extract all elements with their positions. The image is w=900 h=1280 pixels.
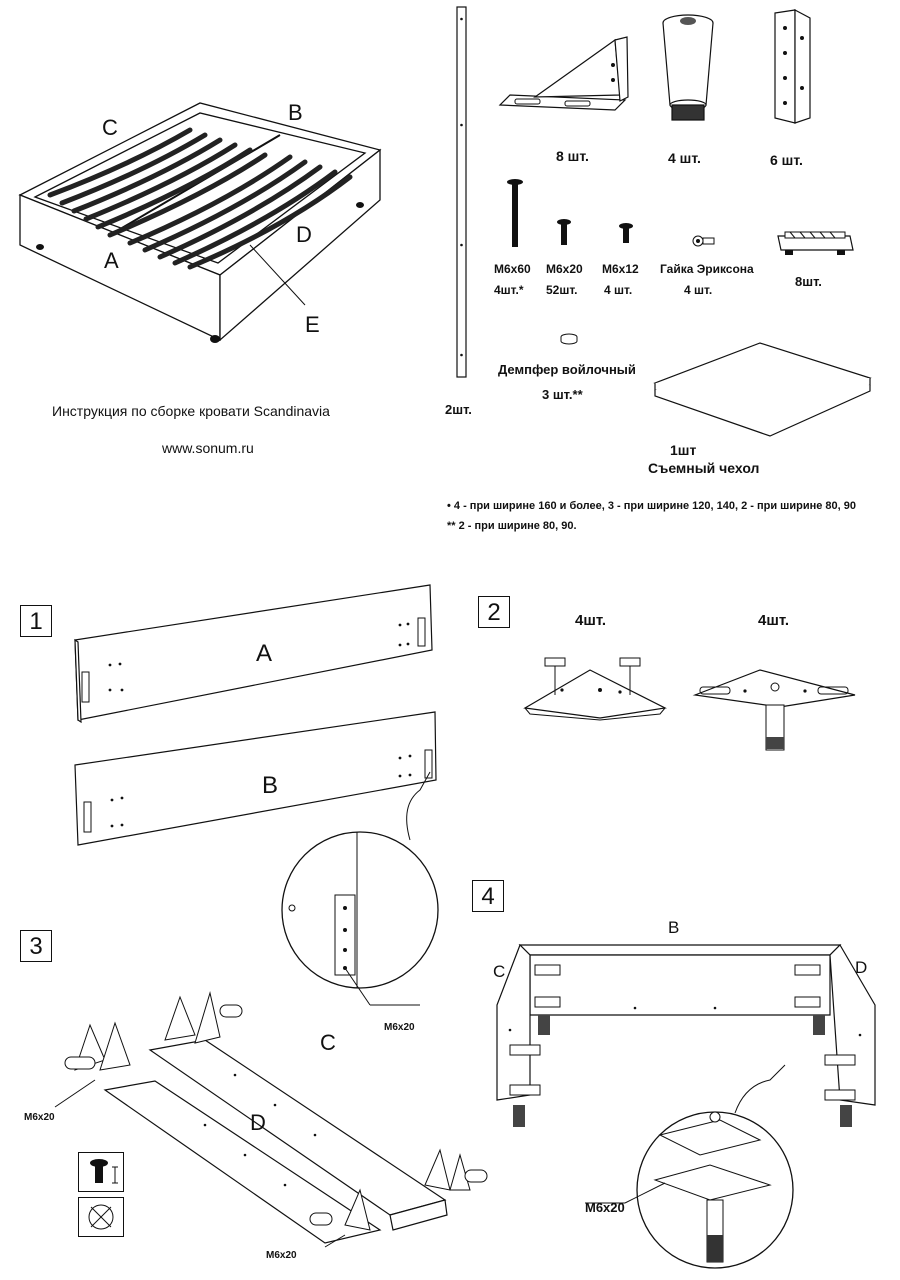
step-3-panel-d-label: D	[250, 1110, 266, 1135]
slat-holder-part	[777, 231, 854, 255]
erickson-nut-name: Гайка Эриксона	[660, 262, 754, 276]
bed-frame-illustration	[18, 102, 382, 343]
step-4-frame-assembly	[496, 943, 876, 1269]
bed-label-e: E	[305, 312, 320, 337]
cover-name: Съемный чехол	[648, 460, 760, 476]
bracket-quantity: 8 шт.	[556, 148, 589, 164]
step-4-number: 4	[472, 880, 504, 912]
felt-damper-quantity: 3 шт.**	[542, 387, 583, 402]
step-2-bracket-with-holders	[523, 657, 667, 721]
bed-label-b: B	[288, 100, 303, 125]
website-url: www.sonum.ru	[162, 440, 254, 456]
bolt-m6x12-name: М6х12	[602, 262, 639, 276]
step-3-screw-left-label: М6х20	[24, 1112, 55, 1123]
step-4-label-c: C	[493, 962, 506, 981]
footnote-1: • 4 - при ширине 160 и более, 3 - при ши…	[447, 500, 856, 512]
bolt-m6x12-quantity: 4 шт.	[604, 283, 633, 297]
felt-damper-icon	[560, 333, 578, 345]
bolt-m6x60-name: М6х60	[494, 262, 531, 276]
do-not-overtighten-icon	[78, 1197, 124, 1237]
step-4-label-d: D	[855, 958, 868, 977]
bolt-m6x20-quantity: 52шт.	[546, 283, 578, 297]
step-1-panel-b-label: B	[262, 772, 279, 799]
hinge-quantity: 6 шт.	[770, 152, 803, 168]
step-2-left-quantity: 4шт.	[575, 612, 607, 629]
side-rail-part	[456, 6, 467, 378]
cover-quantity: 1шт	[670, 442, 697, 458]
step-3-panel-c-label: C	[320, 1030, 336, 1055]
step-4-screw-label: М6х20	[585, 1200, 625, 1215]
bed-label-c: C	[102, 115, 118, 140]
footnote-2: ** 2 - при ширине 80, 90.	[447, 520, 577, 532]
step-1-number: 1	[20, 605, 52, 637]
leg-quantity: 4 шт.	[668, 150, 701, 166]
step-1-hinge-detail	[281, 771, 439, 1006]
bed-label-a: A	[104, 248, 119, 273]
bed-leg-part	[662, 14, 714, 121]
bed-label-d: D	[296, 222, 312, 247]
document-title: Инструкция по сборке кровати Scandinavia	[52, 403, 330, 419]
bolt-m6x60-icon	[507, 179, 523, 247]
step-3-number: 3	[20, 930, 52, 962]
step-1-panels	[74, 584, 437, 846]
felt-damper-name: Демпфер войлочный	[498, 362, 636, 377]
step-4-label-b: B	[668, 918, 680, 937]
step-2-number: 2	[478, 596, 510, 628]
bolt-m6x12-icon	[619, 223, 633, 243]
step-2-right-quantity: 4шт.	[758, 612, 790, 629]
step-3-panels-with-brackets	[54, 991, 488, 1248]
bolt-m6x20-icon	[557, 219, 571, 245]
step-1-screw-label: М6х20	[384, 1022, 415, 1033]
corner-bracket-part	[498, 36, 629, 111]
screw-depth-hint-icon	[78, 1152, 124, 1192]
erickson-nut-quantity: 4 шт.	[684, 283, 713, 297]
step-3-screw-bottom-label: М6х20	[266, 1250, 297, 1261]
hinge-plate-part	[774, 9, 811, 124]
erickson-nut-icon	[692, 235, 715, 247]
step-2-bracket-with-leg	[692, 669, 856, 751]
slat-holder-quantity: 8шт.	[795, 274, 822, 289]
step-1-panel-a-label: A	[256, 640, 273, 667]
rail-quantity: 2шт.	[445, 402, 472, 417]
removable-cover-part	[653, 342, 872, 437]
bolt-m6x60-quantity: 4шт.*	[494, 283, 524, 297]
bolt-m6x20-name: М6х20	[546, 262, 583, 276]
